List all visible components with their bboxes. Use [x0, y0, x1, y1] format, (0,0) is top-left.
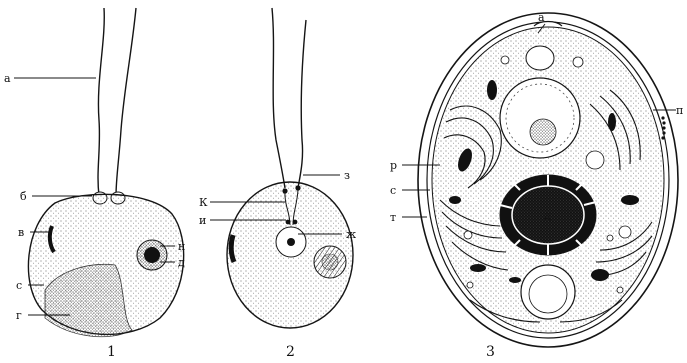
- label-n: н: [178, 240, 185, 253]
- label-d-pyrenoid: д: [544, 209, 551, 222]
- nucleolus: [287, 238, 295, 246]
- flagellum-left: [272, 8, 285, 188]
- nucleolus: [530, 119, 556, 145]
- label-s: с: [390, 184, 396, 197]
- figure-number-3: 3: [486, 344, 495, 360]
- label-k: К: [199, 196, 208, 209]
- figure-3-cell: [418, 13, 678, 347]
- label-z: з: [344, 169, 350, 182]
- label-i: и: [199, 214, 206, 227]
- vacuole-bottom-inner: [529, 275, 567, 313]
- nucleus: [500, 78, 580, 158]
- label-l: л: [470, 191, 477, 204]
- label-a: а: [4, 72, 11, 85]
- pyrenoid-core: [322, 254, 338, 270]
- label-r: р: [390, 159, 397, 172]
- figure-2-cell: [227, 8, 353, 328]
- flagellum-left: [98, 8, 104, 196]
- label-g: г: [16, 309, 22, 322]
- figure-number-2: 2: [286, 344, 295, 360]
- label-t: т: [390, 211, 396, 224]
- label-zh: ж: [346, 228, 356, 241]
- label-d-nucleus: д: [592, 155, 599, 168]
- figure-number-1: 1: [107, 344, 116, 360]
- granule: [286, 220, 291, 225]
- label-d: д: [178, 256, 185, 269]
- label-p: п: [676, 104, 683, 117]
- flagellum-right: [116, 8, 136, 196]
- basal-granule: [295, 185, 300, 190]
- basal-granule: [282, 188, 287, 193]
- pyrenoid-core: [144, 247, 160, 263]
- vacuole-top: [526, 46, 554, 70]
- label-v: в: [18, 226, 24, 239]
- flagellum-right: [298, 20, 306, 188]
- figure-1-cell: [28, 8, 183, 337]
- label-s: с: [16, 279, 22, 292]
- granule: [293, 220, 298, 225]
- label-a: а: [538, 11, 545, 24]
- label-b: б: [20, 190, 27, 203]
